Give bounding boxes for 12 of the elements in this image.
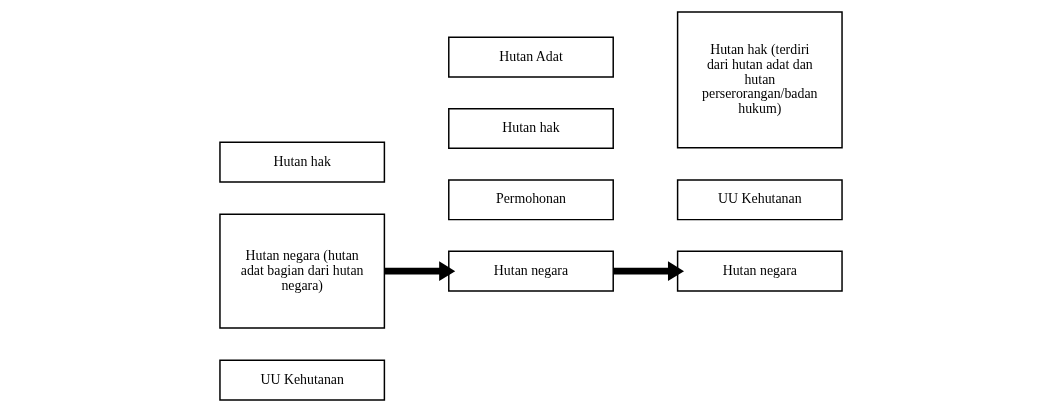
node-box: UU Kehutanan xyxy=(218,359,385,401)
node-box: Hutan Adat xyxy=(447,36,614,78)
node-box: Hutan hak (terdiri dari hutan adat dan hutan perserorangan/badan hukum) xyxy=(676,11,843,149)
node-box: Hutan hak xyxy=(218,141,385,183)
node-box: Hutan negara (hutan adat bagian dari hutan negara) xyxy=(218,213,385,329)
node-box: Permohonan xyxy=(447,179,614,221)
node-box: Hutan hak xyxy=(447,107,614,150)
arrow xyxy=(383,261,455,281)
node-box: Hutan negara xyxy=(447,250,614,292)
arrow xyxy=(612,261,684,281)
node-box: Hutan negara xyxy=(676,250,843,292)
node-box: UU Kehutanan xyxy=(676,179,843,221)
